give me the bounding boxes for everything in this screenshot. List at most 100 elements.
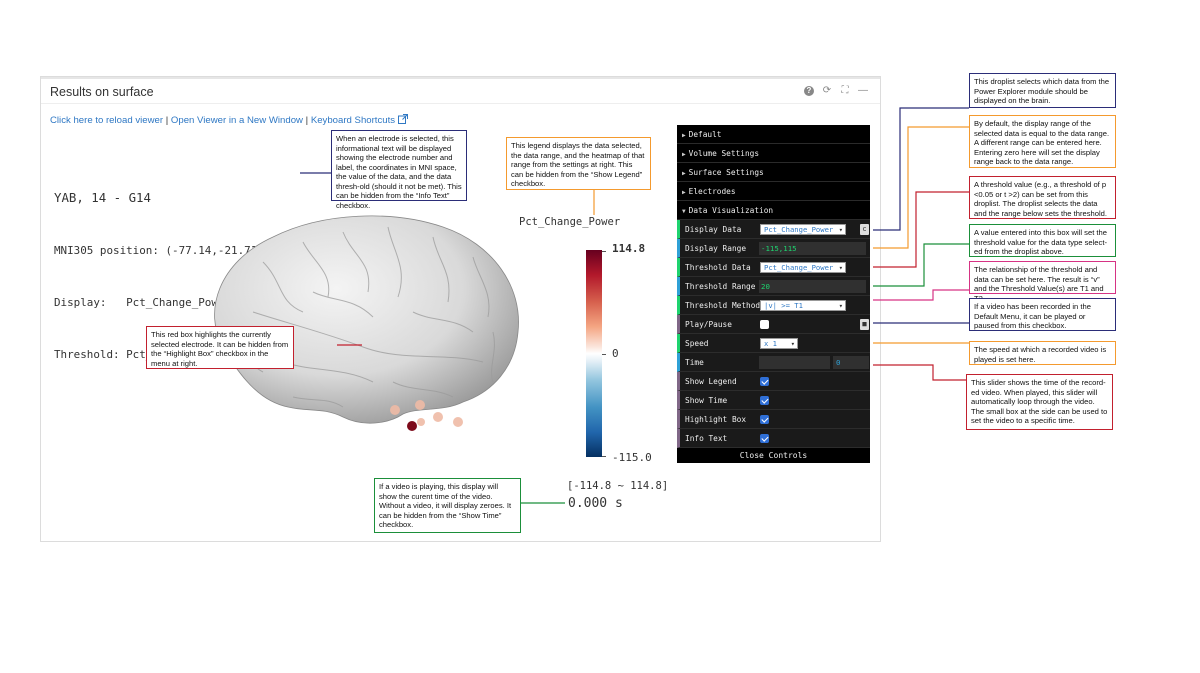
display-range-input[interactable]: -115,115 (759, 242, 866, 255)
electrode-marker[interactable] (390, 405, 400, 415)
controls-panel: ▶Default ▶Volume Settings ▶Surface Setti… (677, 125, 870, 463)
keyboard-shortcuts-link[interactable]: Keyboard Shortcuts (310, 115, 396, 126)
show-legend-label: Show Legend (685, 377, 737, 386)
display-data-label: Display Data (685, 225, 742, 234)
chevron-down-icon: ▾ (838, 226, 843, 234)
expand-icon[interactable]: ⛶ (841, 85, 849, 96)
legend-max-label: 114.8 (612, 242, 646, 255)
chevron-down-icon: ▾ (838, 302, 843, 310)
annotation-info-text: When an electrode is selected, this info… (331, 130, 467, 210)
time-row: Time 0 (677, 353, 870, 372)
annotation-time-display: If a video is playing, this display will… (374, 478, 521, 533)
folder-arrow-icon: ▶ (682, 132, 686, 139)
folder-arrow-icon: ▶ (682, 189, 686, 196)
threshold-method-select[interactable]: |v| >= T1 ▾ (760, 300, 846, 311)
play-pause-checkbox[interactable] (760, 320, 769, 329)
time-label: Time (685, 358, 704, 367)
speed-label: Speed (685, 339, 709, 348)
display-data-select[interactable]: Pct_Change_Power ▾ (760, 224, 846, 235)
folder-surface-settings[interactable]: ▶Surface Settings (677, 163, 870, 182)
reload-viewer-link[interactable]: Click here to reload viewer (50, 115, 164, 126)
folder-arrow-icon: ▶ (682, 151, 686, 158)
electrode-marker[interactable] (417, 418, 425, 426)
show-legend-checkbox[interactable] (760, 377, 769, 386)
folder-label: Electrodes (688, 187, 736, 196)
link-separator: | (305, 115, 309, 126)
speed-value: x 1 (764, 339, 777, 348)
play-pause-row: Play/Pause ■ (677, 315, 870, 334)
electrode-marker[interactable] (415, 400, 425, 410)
annotation-threshold-method: The relationship of the threshold and da… (969, 261, 1116, 303)
annotation-time-slider: This slider shows the time of the record… (966, 374, 1113, 430)
info-text-row: Info Text (677, 429, 870, 448)
play-mini-button[interactable]: ■ (860, 319, 869, 330)
folder-label: Data Visualization (688, 206, 774, 215)
threshold-data-value: Pct_Change_Power (764, 263, 834, 272)
folder-label: Default (688, 130, 722, 139)
folder-data-visualization[interactable]: ▼Data Visualization (677, 201, 870, 220)
external-link-icon[interactable] (397, 114, 408, 124)
highlight-box-label: Highlight Box (685, 415, 747, 424)
info-text-checkbox[interactable] (760, 434, 769, 443)
folder-label: Surface Settings (688, 168, 764, 177)
threshold-data-select[interactable]: Pct_Change_Power ▾ (760, 262, 846, 273)
display-range-row: Display Range -115,115 (677, 239, 870, 258)
show-time-row: Show Time (677, 391, 870, 410)
card-header-divider (41, 103, 880, 104)
data-range-text: [-114.8 ~ 114.8] (567, 480, 669, 492)
threshold-method-value: |v| >= T1 (764, 301, 803, 310)
folder-volume-settings[interactable]: ▶Volume Settings (677, 144, 870, 163)
time-slider[interactable] (759, 356, 830, 369)
annotation-speed: The speed at which a recorded video is p… (969, 341, 1116, 365)
card-top-border (41, 77, 880, 79)
display-range-label: Display Range (685, 244, 747, 253)
speed-select[interactable]: x 1▾ (760, 338, 798, 349)
show-legend-row: Show Legend (677, 372, 870, 391)
legend-tick (602, 354, 606, 355)
minimize-icon[interactable]: — (858, 85, 868, 96)
display-data-value: Pct_Change_Power (764, 225, 834, 234)
viewer-link-bar: Click here to reload viewer | Open Viewe… (50, 114, 408, 126)
selected-electrode-marker[interactable] (407, 421, 417, 431)
annotation-display-range: By default, the display range of the sel… (969, 115, 1116, 168)
legend-tick (602, 456, 606, 457)
folder-arrow-down-icon: ▼ (682, 208, 686, 215)
legend-colorbar (586, 250, 602, 457)
folder-arrow-icon: ▶ (682, 170, 686, 177)
play-pause-label: Play/Pause (685, 320, 732, 329)
threshold-data-label: Threshold Data (685, 263, 751, 272)
refresh-icon[interactable]: ⟳ (822, 85, 832, 96)
electrode-marker[interactable] (453, 417, 463, 427)
time-display: 0.000 s (568, 496, 623, 511)
annotation-threshold-range: A value entered into this box will set t… (969, 224, 1116, 257)
close-controls-button[interactable]: Close Controls (677, 448, 870, 463)
highlight-box-row: Highlight Box (677, 410, 870, 429)
time-input[interactable]: 0 (833, 356, 869, 369)
folder-default[interactable]: ▶Default (677, 125, 870, 144)
annotation-highlight-box: This red box highlights the currently se… (146, 326, 294, 369)
speed-row: Speed x 1▾ (677, 334, 870, 353)
display-data-mini-button[interactable]: c (860, 224, 869, 235)
open-new-window-link[interactable]: Open Viewer in a New Window (170, 115, 303, 126)
info-electrode: YAB, 14 - G14 (54, 190, 151, 205)
brain-surface[interactable] (193, 202, 533, 432)
display-data-row: Display Data Pct_Change_Power ▾ c (677, 220, 870, 239)
folder-electrodes[interactable]: ▶Electrodes (677, 182, 870, 201)
threshold-data-row: Threshold Data Pct_Change_Power ▾ (677, 258, 870, 277)
chevron-down-icon: ▾ (838, 264, 843, 272)
info-text-label: Info Text (685, 434, 728, 443)
legend-tick (602, 251, 606, 252)
annotation-threshold-data: A threshold value (e.g., a threshold of … (969, 176, 1116, 219)
highlight-box-checkbox[interactable] (760, 415, 769, 424)
link-separator: | (165, 115, 169, 126)
threshold-range-input[interactable]: 20 (759, 280, 866, 293)
threshold-method-row: Threshold Method |v| >= T1 ▾ (677, 296, 870, 315)
help-icon[interactable]: ? (804, 86, 814, 96)
card-title: Results on surface (50, 85, 154, 99)
threshold-method-label: Threshold Method (685, 301, 761, 310)
electrode-marker[interactable] (433, 412, 443, 422)
legend-mid-label: 0 (612, 347, 619, 360)
legend-min-label: -115.0 (612, 451, 652, 464)
show-time-checkbox[interactable] (760, 396, 769, 405)
